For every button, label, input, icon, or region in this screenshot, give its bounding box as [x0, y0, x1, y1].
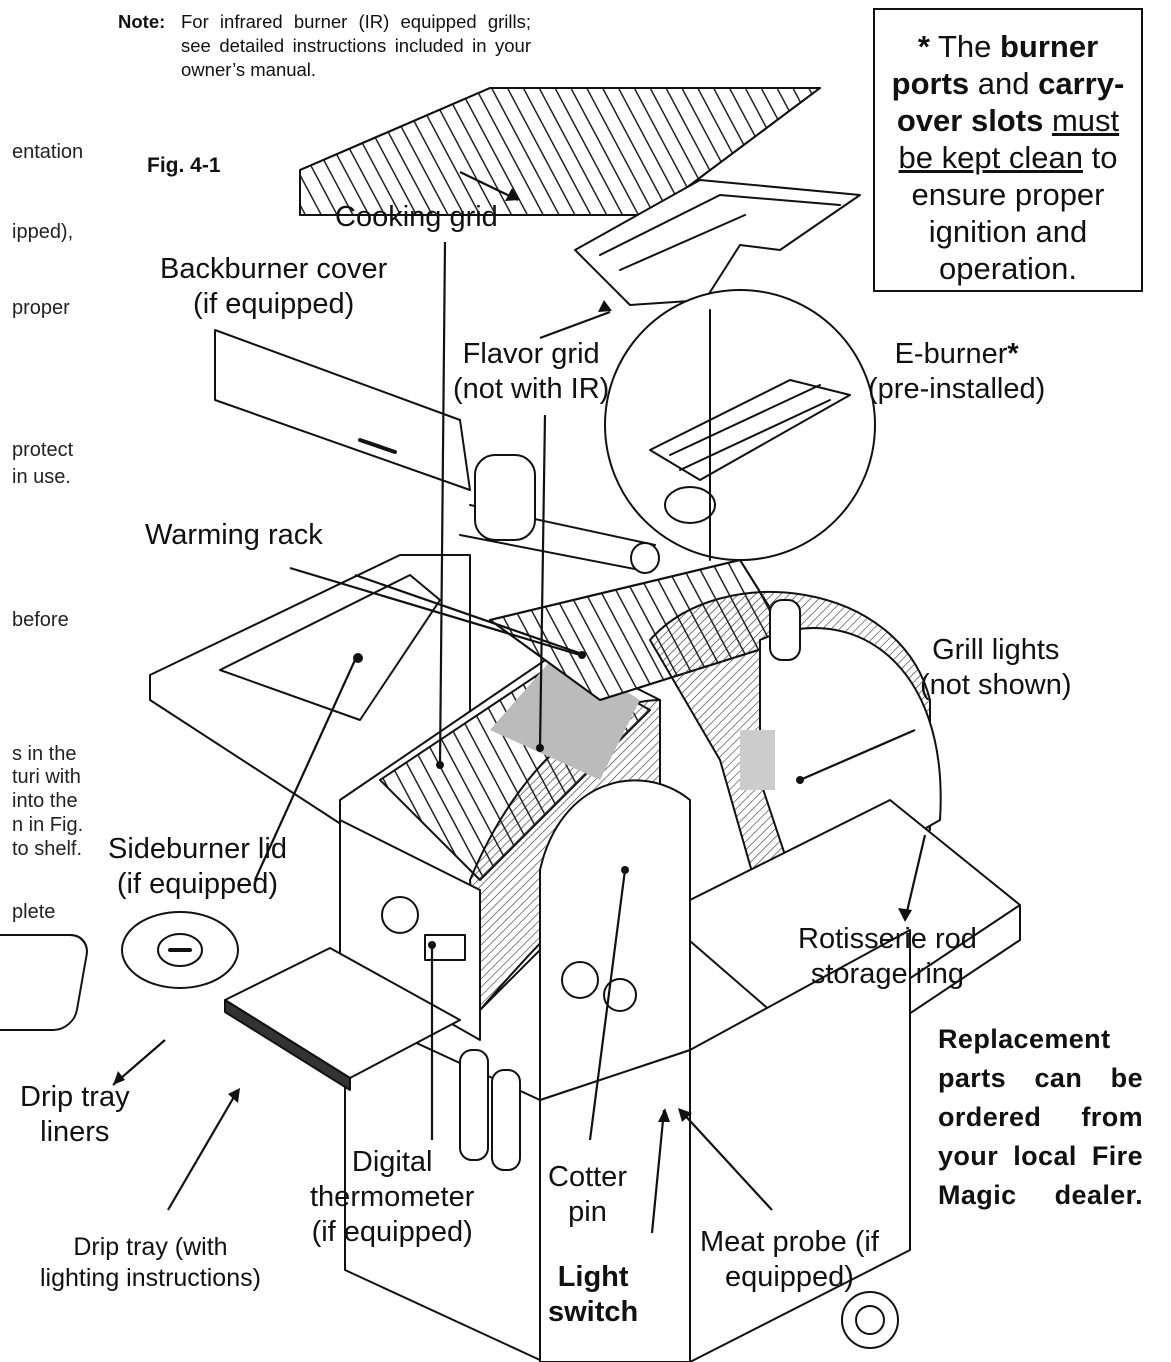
- edge-text-7: s in the: [12, 743, 77, 765]
- leader-lines: [112, 171, 927, 1234]
- edge-text-2: ipped),: [12, 221, 74, 243]
- callout-word: and: [977, 66, 1030, 101]
- callout-word: ignition and: [928, 214, 1088, 249]
- callout-word: carry-: [1038, 66, 1125, 101]
- label-rotisserie: Rotisserie rod storage ring: [798, 923, 977, 990]
- callout-word: must: [1051, 103, 1120, 138]
- edge-text-4: protect: [12, 439, 74, 461]
- label-cotter-pin: Cotter pin: [548, 1161, 627, 1228]
- backburner-cover-part: [214, 329, 471, 491]
- drip-tray-liners-part: [0, 911, 239, 1031]
- edge-text-12: plete: [12, 901, 56, 923]
- label-e-burner: E-burner* (pre-installed): [868, 338, 1046, 405]
- e-burner-part: [604, 289, 876, 561]
- label-grill-lights: Grill lights (not shown): [920, 634, 1072, 701]
- label-sideburner-lid: Sideburner lid (if equipped): [108, 833, 287, 900]
- edge-text-8: turi with: [12, 766, 81, 788]
- note-key: Note:: [118, 11, 166, 32]
- edge-text-3: proper: [12, 297, 70, 319]
- callout-word: over slots: [896, 103, 1044, 138]
- edge-text-11: to shelf.: [12, 838, 83, 860]
- left-side-shelf: [149, 554, 471, 831]
- edge-text-10: n in Fig.: [12, 814, 84, 836]
- label-light-switch: Light switch: [548, 1261, 639, 1328]
- e-burner-star: *: [1007, 338, 1019, 370]
- label-warming-rack: Warming rack: [145, 519, 323, 551]
- arrowheads: [113, 188, 912, 1122]
- callout-word: burner: [1000, 29, 1099, 64]
- callout-word: to: [1091, 140, 1118, 175]
- callout-word: ports: [891, 66, 970, 101]
- label-meat-probe: Meat probe (if equipped): [700, 1226, 879, 1293]
- callout-word: The: [937, 29, 992, 64]
- label-cooking-grid: Cooking grid: [335, 201, 498, 233]
- callout-star: *: [917, 29, 930, 64]
- label-drip-tray: Drip tray (with lighting instructions): [40, 1233, 261, 1292]
- callout-word: operation.: [939, 251, 1077, 286]
- callout-word: ensure proper: [911, 177, 1105, 212]
- edge-text-1: entation: [12, 141, 84, 163]
- label-backburner-cover: Backburner cover (if equipped): [160, 253, 388, 320]
- edge-text-6: before: [12, 609, 69, 631]
- figure-label: Fig. 4-1: [147, 154, 221, 177]
- note-block: Note: For infrared burner (IR) equipped …: [118, 10, 538, 85]
- edge-text-9: into the: [12, 790, 78, 812]
- replacement-parts-note: Replacement parts can be ordered from yo…: [938, 1024, 1143, 1210]
- cooking-grid-part: [299, 87, 821, 216]
- drip-tray-part: [224, 947, 461, 1091]
- note-text: For infrared burner (IR) equipped grills…: [181, 11, 531, 80]
- flavor-grid-part: [574, 179, 861, 306]
- label-drip-tray-liners: Drip tray liners: [20, 1081, 130, 1148]
- callout-word: be kept clean: [898, 140, 1083, 175]
- label-flavor-grid: Flavor grid (not with IR): [453, 338, 610, 405]
- label-digital-thermometer: Digital thermometer (if equipped): [310, 1146, 475, 1248]
- edge-text-5: in use.: [12, 466, 71, 488]
- grill-cart: [344, 779, 911, 1362]
- callout-box: * The burner ports and carry- over slots…: [873, 8, 1143, 292]
- rotisserie-tube: [459, 454, 660, 574]
